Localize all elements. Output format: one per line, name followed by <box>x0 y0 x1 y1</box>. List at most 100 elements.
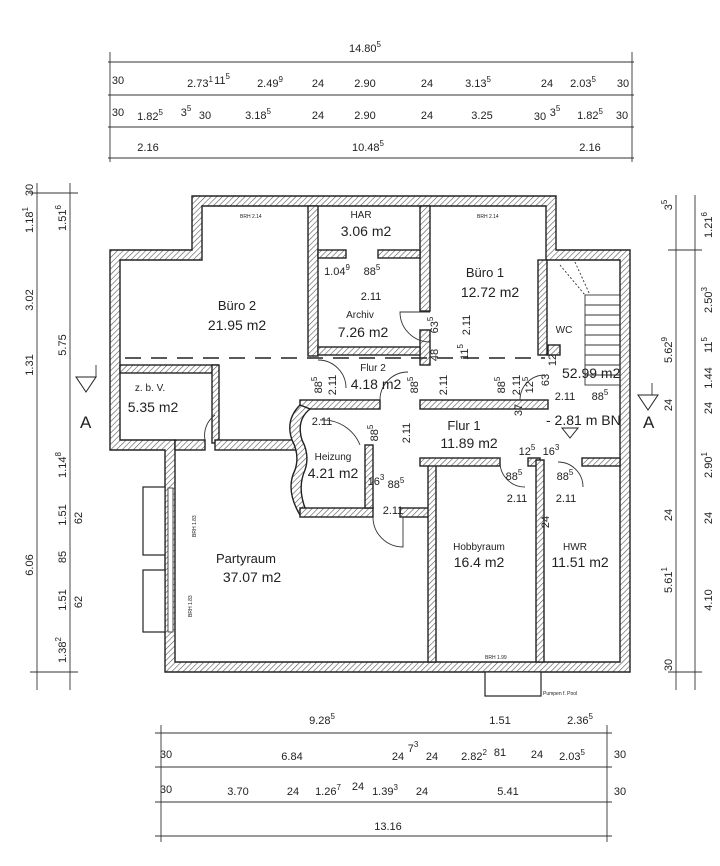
dimension-label: 1.267 <box>315 783 341 798</box>
dimension-label: 163 <box>368 473 385 488</box>
dimension-label: 73 <box>408 740 419 755</box>
dimension-label: 1.825 <box>577 107 603 122</box>
dimension-label: 30 <box>112 107 124 119</box>
dimension-label: 24 <box>312 110 324 122</box>
dimension-label: 885 <box>310 376 325 393</box>
dimension-label: 115 <box>214 72 230 87</box>
dimension-label: 10.485 <box>352 139 385 154</box>
notes: BRH 2.14 BRH 2.14 BRH 1.83 BRH 1.83 BRH … <box>188 214 621 697</box>
svg-text:3.06 m2: 3.06 m2 <box>341 223 392 239</box>
dimension-label: 115 <box>700 337 715 353</box>
svg-text:HAR: HAR <box>350 210 371 221</box>
dimension-label: 2.11 <box>438 375 450 396</box>
brh-note: BRH 1.83 <box>192 515 198 537</box>
svg-text:21.95 m2: 21.95 m2 <box>208 317 267 333</box>
door <box>317 359 347 389</box>
dimension-label: 24 <box>531 749 543 761</box>
door <box>557 461 584 488</box>
svg-text:Hobbyraum: Hobbyraum <box>453 542 505 553</box>
dimension-label: 885 <box>406 376 421 393</box>
dimension-label: 24 <box>663 399 675 411</box>
brh-note: BRH 1.99 <box>485 655 507 661</box>
dimension-label: 24 <box>312 78 324 90</box>
dimension-label: 2.11 <box>555 391 576 403</box>
dimension-label: 24 <box>352 781 364 793</box>
room-zbv: z. b. V. 5.35 m2 <box>128 383 179 415</box>
pump-box <box>484 671 542 697</box>
dimension-label: 2.11 <box>383 505 404 517</box>
dimension-label: 30 <box>160 784 172 796</box>
dimension-label: 885 <box>366 424 381 441</box>
dimension-label: 3.185 <box>245 107 271 122</box>
dimension-label: 24 <box>703 512 715 524</box>
dimension-label: 2.11 <box>556 493 577 505</box>
dimension-label: 24 <box>287 786 299 798</box>
outer-wall <box>109 195 631 673</box>
svg-text:Flur 1: Flur 1 <box>447 418 480 433</box>
door <box>204 414 216 441</box>
svg-text:WC: WC <box>556 325 573 336</box>
dimension-label: 115 <box>456 344 471 360</box>
dimension-label: 24 <box>421 78 433 90</box>
staircase <box>559 261 621 386</box>
stair-area: 52.99 m2 <box>562 365 621 381</box>
dimension-label: 62 <box>73 596 85 608</box>
dimension-label: 24 <box>421 110 433 122</box>
door <box>399 311 431 343</box>
svg-text:5.35 m2: 5.35 m2 <box>128 399 179 415</box>
brh-note: BRH 2.14 <box>477 214 499 220</box>
svg-text:Archiv: Archiv <box>346 310 374 321</box>
dimension-label: 81 <box>494 747 506 759</box>
room-buero-2: Büro 221.95 m2 <box>208 298 267 333</box>
svg-text:z. b. V.: z. b. V. <box>135 383 165 394</box>
dimension-label: 24 <box>703 402 715 414</box>
dimension-label: 2.035 <box>559 748 585 763</box>
dimension-label: 37 <box>513 404 525 416</box>
dimension-label: 5.75 <box>57 334 69 355</box>
dimension-label: 6.84 <box>281 751 302 763</box>
dimension-label: 1.825 <box>137 108 163 123</box>
interior-walls <box>119 205 621 697</box>
dimension-label: 1.148 <box>54 452 69 478</box>
dimension-label: 125 <box>519 443 536 458</box>
dimension-label: 62 <box>73 512 85 524</box>
dimension-label: 24 <box>540 516 552 528</box>
dimension-label: 35 <box>181 104 192 119</box>
svg-text:HWR: HWR <box>563 542 587 553</box>
dimension-label: 35 <box>550 104 561 119</box>
svg-text:16.4 m2: 16.4 m2 <box>454 554 505 570</box>
section-label: A <box>643 413 655 432</box>
room-flur-2: Flur 24.18 m2 <box>351 363 402 392</box>
section-marker-right: A <box>637 383 659 432</box>
dimension-label: 24 <box>416 786 428 798</box>
svg-text:4.18 m2: 4.18 m2 <box>351 376 402 392</box>
dimension-label: 35 <box>660 199 675 210</box>
dimension-label: 2.16 <box>137 142 158 154</box>
doors <box>204 311 584 548</box>
window <box>142 486 166 556</box>
dimension-label: 30 <box>663 659 675 671</box>
dimension-label: 2.90 <box>354 110 375 122</box>
dimension-label: 5.41 <box>497 786 518 798</box>
dimension-label: 1.51 <box>57 504 69 525</box>
svg-text:37.07 m2: 37.07 m2 <box>223 569 282 585</box>
brh-note: BRH 2.14 <box>240 214 262 220</box>
dimension-label: 30 <box>614 749 626 761</box>
dimension-label: 63 <box>540 374 552 386</box>
dimension-label: 2.11 <box>327 375 339 396</box>
dimension-label: 2.901 <box>700 452 715 478</box>
room-buero-1: Büro 112.72 m2 <box>461 265 520 300</box>
dimension-label: 2.11 <box>401 423 413 444</box>
level-note: - 2.81 m BN <box>546 412 621 428</box>
dimension-label: 1.181 <box>21 207 36 233</box>
dimension-label: 2.11 <box>312 416 333 428</box>
svg-text:11.51 m2: 11.51 m2 <box>551 554 609 570</box>
section-marker-left: A <box>75 365 97 432</box>
dimension-label: 885 <box>557 468 574 483</box>
dimension-label: 3.135 <box>465 75 491 90</box>
